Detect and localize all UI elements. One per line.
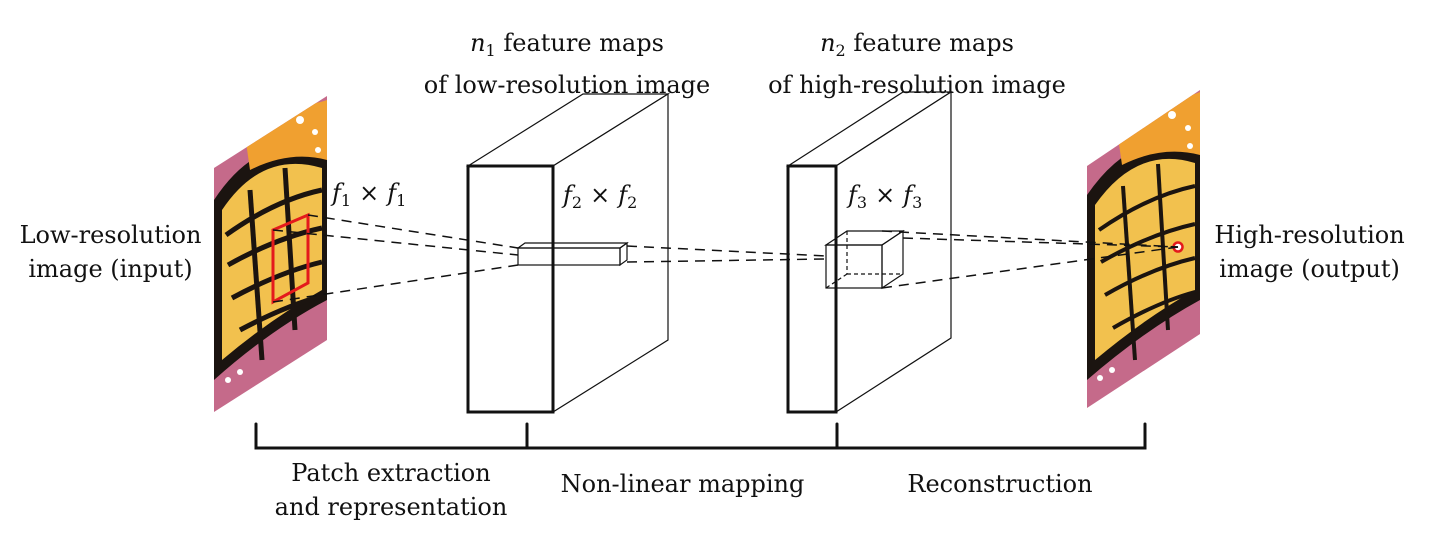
output-image [1087,90,1200,408]
layer2-feature-maps [785,90,954,414]
input-wing-spots [225,116,321,383]
layer2-title: n2 feature maps of high-resolution image [758,26,1076,102]
stage1-line2: and representation [274,493,508,521]
layer1-title: n1 feature maps of low-resolution image [412,26,722,102]
stage-patch-extraction-label: Patch extraction and representation [266,456,516,524]
filter3-cube [824,229,905,290]
input-label: Low-resolution image (input) [18,218,203,286]
projection-lines [272,214,1179,303]
output-wing-yellow [1095,158,1195,360]
output-label-line2: image (output) [1219,255,1400,283]
filter2-prism [516,241,629,267]
input-patch-highlight [271,212,310,305]
stage-reconstruction-label: Reconstruction [860,467,1140,501]
bracket-outline [254,422,1147,450]
stage-non-linear-mapping-label: Non-linear mapping [540,467,825,501]
input-label-line2: image (input) [28,255,193,283]
layer1-title-line1: n1 feature maps [470,29,664,60]
stage3-line1: Reconstruction [907,470,1093,498]
stage1-line1: Patch extraction [291,459,491,487]
filter3-size-label: f3×f3 [848,181,923,212]
stage2-line1: Non-linear mapping [560,470,805,498]
layer2-front-face [786,164,838,414]
input-wing-veins [224,167,323,361]
layer2-title-line2: of high-resolution image [768,71,1066,99]
layer1-feature-maps [465,92,671,414]
stage-brackets [254,422,1147,450]
output-label-line1: High-resolution [1214,221,1405,249]
filter1-size-label: f1×f1 [332,179,407,210]
layer2-title-line1: n2 feature maps [820,29,1014,60]
output-label: High-resolution image (output) [1212,218,1407,286]
output-wing-spots [1097,111,1193,381]
layer1-front-face [466,164,555,414]
layer1-title-line2: of low-resolution image [423,71,711,99]
filter2-size-label: f2×f2 [563,181,638,212]
input-label-line1: Low-resolution [19,221,202,249]
